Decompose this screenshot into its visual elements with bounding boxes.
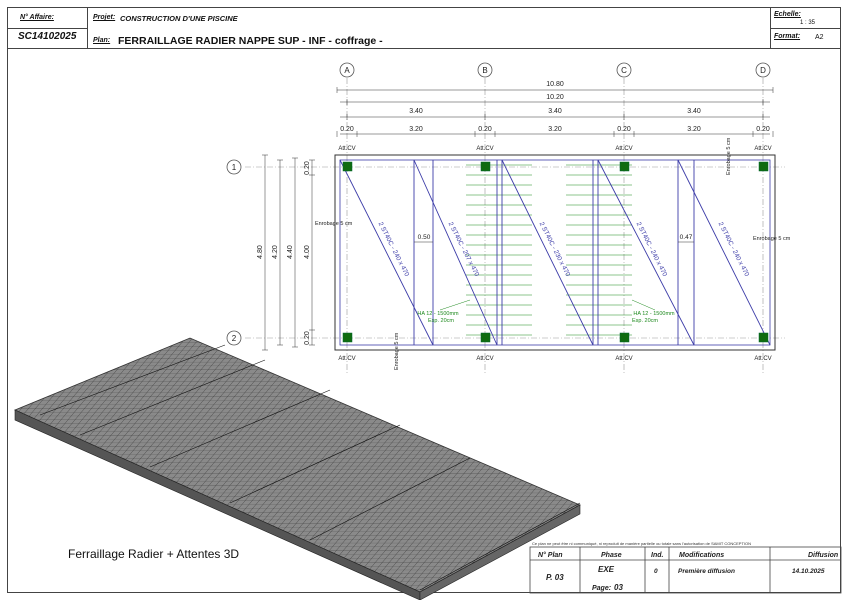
phase-value: EXE [598, 565, 615, 574]
header-sep-1 [87, 7, 88, 48]
page-value: 03 [614, 583, 623, 592]
rebar-outline [339, 159, 771, 346]
col-ind: Ind. [651, 552, 663, 559]
vdim-2: 4.20 [272, 245, 279, 259]
projet-label: Projet: [93, 14, 116, 21]
att-cv-a1: Att.CV [338, 146, 355, 152]
vdim-small-1: 0.20 [304, 161, 311, 175]
h-ticks [336, 87, 774, 137]
enrobage-right: Enrobage 5 cm [753, 236, 791, 242]
att-cv-d1: Att.CV [754, 146, 771, 152]
axis-label-a: A [344, 66, 350, 75]
vdim-1: 4.80 [257, 245, 264, 259]
dim-small-3: 0.20 [478, 126, 492, 133]
projet-value: CONSTRUCTION D'UNE PISCINE [120, 14, 238, 23]
diag-4 [597, 159, 695, 346]
vdim-3: 4.40 [287, 245, 294, 259]
affaire-label: N° Affaire: [20, 14, 54, 21]
dim-total-1: 10.80 [546, 81, 564, 88]
dim-small-7: 0.20 [756, 126, 770, 133]
axis-label-c: C [621, 66, 627, 75]
header-sep-3 [7, 28, 88, 29]
page-label: Page: [592, 585, 611, 592]
dim-span-3: 3.40 [687, 108, 701, 115]
axis-label-b: B [482, 66, 487, 75]
att-cv-c2: Att.CV [615, 356, 632, 362]
plan-label: Plan: [93, 37, 111, 44]
modif-value: Première diffusion [678, 568, 735, 575]
col-diff: Diffusion [808, 552, 838, 559]
format-label: Format: [774, 33, 801, 40]
view-3d-label: Ferraillage Radier + Attentes 3D [68, 547, 240, 561]
echelle-value: 1 : 35 [800, 20, 816, 26]
plan-value: FERRAILLAGE RADIER NAPPE SUP - INF - cof… [118, 35, 383, 47]
diag-2 [413, 159, 498, 346]
format-value: A2 [815, 34, 824, 41]
enrobage-top: Enrobage 5 cm [726, 137, 732, 175]
header-divider [7, 48, 841, 49]
dim-047: 0.47 [680, 234, 693, 241]
date-value: 14.10.2025 [792, 568, 825, 575]
affaire-value: SC14102025 [18, 31, 77, 42]
esp-label-left: Esp. 20cm [428, 318, 454, 324]
esp-label-right: Esp. 20cm [632, 318, 658, 324]
axis-label-2: 2 [232, 334, 237, 343]
dim-small-5: 0.20 [617, 126, 631, 133]
dim-small-4: 3.20 [548, 126, 562, 133]
att-cv-c1: Att.CV [615, 146, 632, 152]
dim-small-1: 0.20 [340, 126, 354, 133]
att-cv-b1: Att.CV [476, 146, 493, 152]
dim-span-1: 3.40 [409, 108, 423, 115]
dim-050: 0.50 [418, 234, 431, 241]
dim-span-2: 3.40 [548, 108, 562, 115]
diag-3 [501, 159, 594, 346]
att-cv-a2: Att.CV [338, 356, 355, 362]
ha-bars-left [466, 164, 532, 336]
ind-value: 0 [654, 568, 658, 575]
enrobage-bottom: Enrobage 5 cm [394, 332, 400, 370]
slab-outline [334, 154, 776, 351]
posts [342, 161, 769, 343]
dim-small-6: 3.20 [687, 126, 701, 133]
axis-label-1: 1 [232, 163, 237, 172]
vdim-4: 4.00 [304, 245, 311, 259]
col-phase: Phase [601, 552, 622, 559]
ha-label-left: HA 12 - 1500mm [417, 311, 459, 317]
axis-label-d: D [760, 66, 766, 75]
view-3d-cage [13, 337, 581, 600]
notice-text: Ce plan ne peut être ni communiqué, ni r… [532, 541, 751, 546]
col-plan: N° Plan [538, 551, 563, 559]
dim-small-2: 3.20 [409, 126, 423, 133]
diag-1 [339, 159, 434, 346]
col-modif: Modifications [679, 552, 724, 559]
echelle-label: Echelle: [774, 11, 801, 18]
dim-total-2: 10.20 [546, 94, 564, 101]
ha-bars-right [566, 164, 632, 336]
plan-no: P. 03 [546, 573, 564, 582]
ha-label-right: HA 12 - 1500mm [633, 311, 675, 317]
header-sep-2 [770, 7, 771, 48]
vdim-small-2: 0.20 [304, 331, 311, 345]
header-sep-4 [770, 28, 841, 29]
diag-5 [677, 159, 771, 346]
att-cv-d2: Att.CV [754, 356, 771, 362]
enrobage-left: Enrobage 5 cm [315, 221, 353, 227]
att-cv-b2: Att.CV [476, 356, 493, 362]
